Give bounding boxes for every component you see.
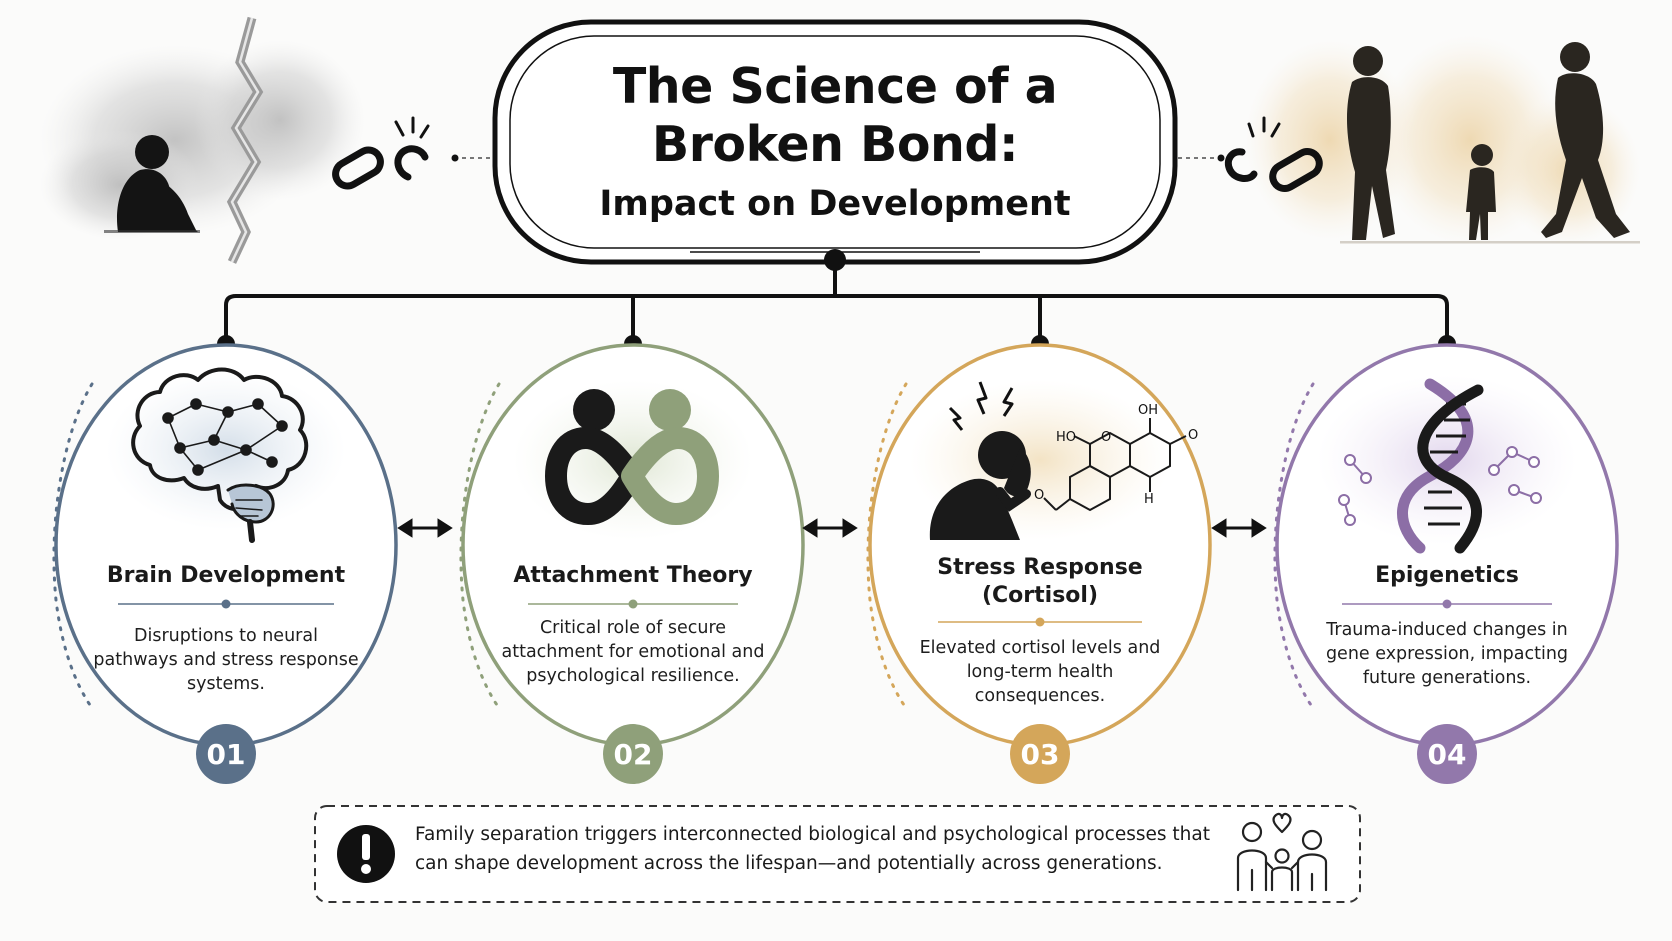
connector-tree — [217, 249, 1456, 353]
card-description-brain-development: Disruptions to neural pathways and stres… — [93, 626, 359, 694]
molecule-label-h: H — [1144, 492, 1154, 507]
card-title-brain-development: Brain Development — [106, 563, 346, 588]
attachment-infinity-icon — [544, 389, 720, 526]
card-description-attachment-theory: Critical role of secure attachment for e… — [501, 618, 765, 686]
molecule-label-o2: O — [1188, 428, 1199, 443]
molecule-label-o3: O — [1034, 488, 1045, 503]
molecule-label-o1: O — [1101, 430, 1112, 445]
title-block: The Science of a Broken Bond: Impact on … — [495, 22, 1175, 262]
neural-network-dots — [162, 398, 288, 476]
card-title-stress-response: Stress Response (Cortisol) — [937, 555, 1143, 608]
card-frame-epigenetics — [1273, 343, 1619, 747]
walking-family-silhouette-icon — [1245, 35, 1640, 245]
card-frame-brain-development — [52, 343, 398, 747]
double-arrow-icon — [397, 518, 1267, 538]
broken-chain-icon — [332, 116, 496, 190]
broken-chain-icon — [1178, 116, 1323, 192]
exclamation-icon — [337, 825, 395, 883]
footer-box — [314, 805, 1361, 903]
card-title-epigenetics: Epigenetics — [1375, 563, 1519, 588]
card-number-badge: 03 — [1010, 724, 1070, 784]
card-number-badge: 01 — [196, 724, 256, 784]
page-subtitle: Impact on Development — [599, 184, 1071, 224]
molecule-label-ho: HO — [1056, 430, 1077, 445]
family-heart-icon — [1236, 812, 1328, 892]
stressed-person-molecule-icon — [929, 381, 1187, 540]
dna-icon — [1338, 378, 1542, 554]
card-number-badge: 04 — [1417, 724, 1477, 784]
card-description-epigenetics: Trauma-induced changes in gene expressio… — [1325, 620, 1569, 688]
brain-icon — [131, 367, 309, 543]
molecule-label-oh: OH — [1138, 403, 1159, 418]
title-frame — [492, 19, 1178, 265]
page-title: The Science of a Broken Bond: — [612, 58, 1058, 173]
card-number-badge: 02 — [603, 724, 663, 784]
sitting-child-cracked-wall-icon — [40, 16, 365, 264]
footer-note: Family separation triggers interconnecte… — [415, 824, 1210, 874]
card-title-attachment-theory: Attachment Theory — [513, 563, 753, 588]
card-description-stress-response: Elevated cortisol levels and long-term h… — [919, 638, 1161, 706]
